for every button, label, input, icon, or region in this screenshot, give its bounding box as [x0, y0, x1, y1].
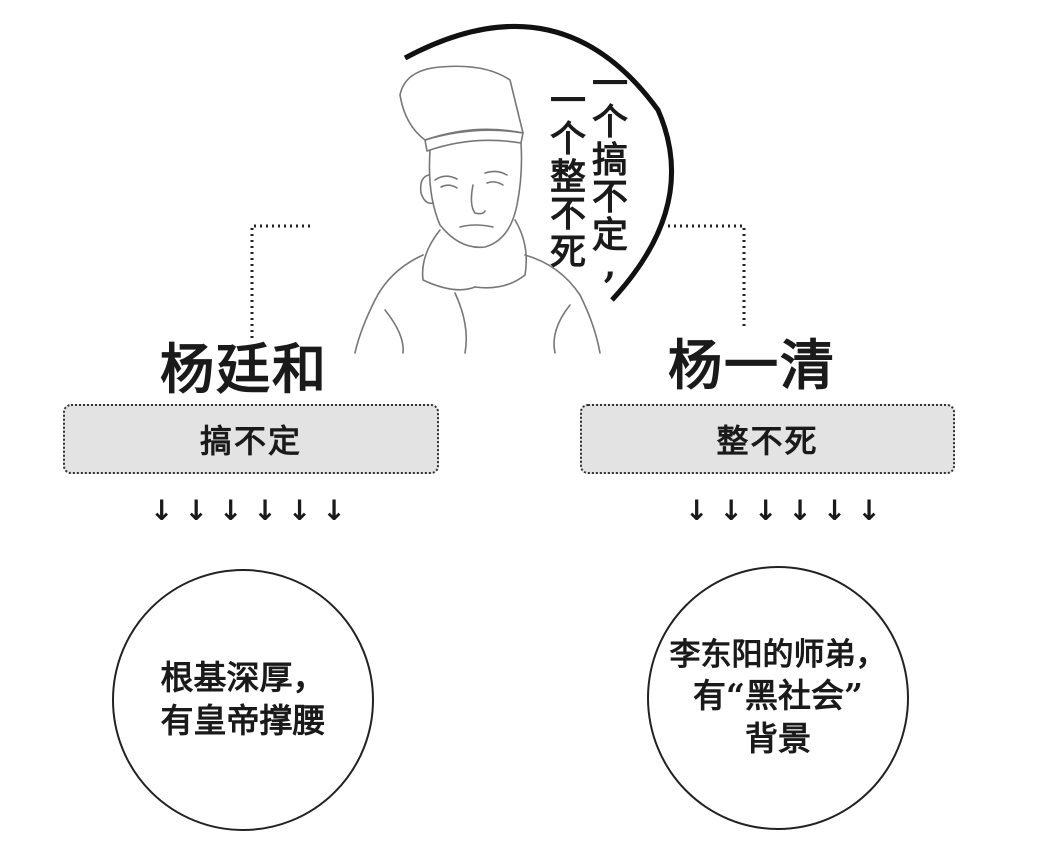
- down-arrow-icon: ↓: [788, 494, 812, 527]
- right-reason-line: 有“黑社会”: [693, 676, 863, 716]
- down-arrow-icon: ↓: [253, 494, 277, 527]
- down-arrow-icon: ↓: [822, 494, 847, 527]
- down-arrow-icon: ↓: [719, 494, 743, 527]
- down-arrow-icon: ↓: [857, 494, 881, 527]
- quote-char: ,: [603, 243, 617, 286]
- quote-char: 个: [550, 117, 587, 160]
- right-person-name: 杨一清: [668, 333, 836, 397]
- official-portrait-sketch-icon: [354, 65, 601, 354]
- right-reason-line: 李东阳的师弟，: [669, 636, 887, 673]
- quote-char: 定: [592, 214, 629, 257]
- right-reason-line: 背景: [745, 719, 811, 759]
- down-arrow-icon: ↓: [753, 494, 778, 527]
- left-reason-line: 有皇帝撑腰: [160, 701, 326, 740]
- quote-char: 个: [592, 100, 629, 143]
- left-reason-line: 根基深厚，: [160, 658, 326, 698]
- down-arrow-icon: ↓: [685, 494, 709, 527]
- down-arrow-icon: ↓: [287, 494, 312, 527]
- left-arrow-row: ↓ ↓ ↓ ↓ ↓ ↓: [150, 497, 346, 525]
- left-person-name: 杨廷和: [160, 337, 328, 401]
- right-trait-label: 整不死: [716, 422, 819, 460]
- quote-char: 整: [550, 155, 587, 198]
- quote-char: 搞: [592, 138, 629, 181]
- quote-column-left: 一 个 整 不 死: [550, 80, 587, 274]
- quote-char: 一: [592, 63, 629, 105]
- quote-char: 一: [550, 80, 587, 122]
- quote-char: 死: [550, 231, 587, 274]
- down-arrow-icon: ↓: [218, 494, 243, 527]
- down-arrow-icon: ↓: [184, 494, 208, 527]
- right-connector: [668, 224, 746, 328]
- quote-char: 不: [592, 176, 629, 219]
- right-trait-box: 整不死: [580, 404, 955, 474]
- quote-char: 不: [550, 193, 587, 236]
- down-arrow-icon: ↓: [322, 494, 346, 527]
- left-trait-label: 搞不定: [199, 422, 302, 460]
- left-reason-circle: 根基深厚， 有皇帝撑腰: [112, 569, 374, 831]
- right-arrow-row: ↓ ↓ ↓ ↓ ↓ ↓: [685, 497, 881, 525]
- down-arrow-icon: ↓: [150, 494, 174, 527]
- quote-arc: [403, 23, 675, 302]
- quote-column-right: 一 个 搞 不 定 ,: [592, 63, 629, 286]
- left-trait-box: 搞不定: [63, 404, 439, 474]
- left-connector: [250, 224, 310, 338]
- right-reason-circle: 李东阳的师弟， 有“黑社会” 背景: [647, 566, 909, 830]
